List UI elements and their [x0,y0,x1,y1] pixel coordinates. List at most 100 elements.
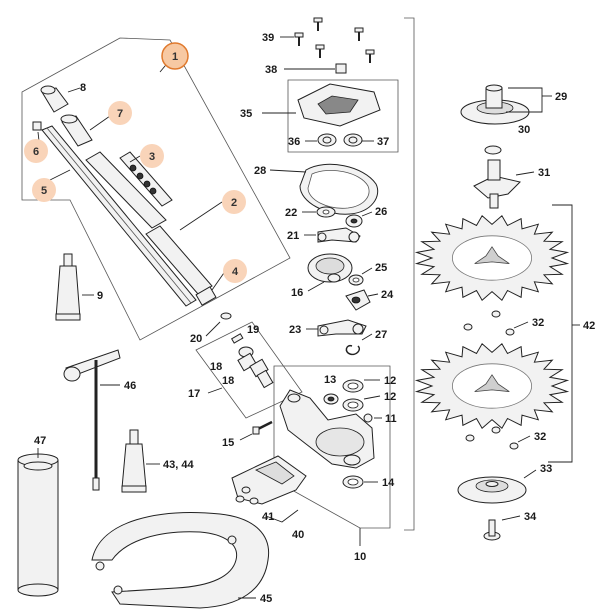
label-28: 28 [254,165,266,177]
label-40: 40 [292,529,304,541]
drive-spider-31 [473,159,521,209]
label-39: 39 [262,32,274,44]
lower-tube-part [145,225,213,295]
callout-7-label: 7 [117,108,123,120]
callout-2[interactable] [222,190,246,214]
callout-3[interactable] [140,144,164,168]
wrench-tool-46 [63,349,121,491]
lower-blade [414,343,570,429]
label-18b: 18 [222,375,234,387]
callout-6-label: 6 [33,146,39,158]
leader-7 [89,115,111,131]
retaining-cup-33 [457,476,527,504]
bolt-34 [483,519,501,541]
label-12b: 12 [384,391,396,403]
callout-5-label: 5 [41,185,47,197]
label-21: 21 [287,230,299,242]
bolt-15 [252,420,273,435]
label-30: 30 [518,124,530,136]
cover-group-box [287,79,399,153]
label-11: 11 [385,413,397,425]
label-19: 19 [247,324,259,336]
bushings-18-19 [230,333,274,389]
eccentric-24 [345,289,371,311]
bushing-group-box [195,321,303,419]
label-37: 37 [377,136,389,148]
blade-hub-star [474,246,510,264]
grease-tube-9 [55,253,81,321]
leader-8 [67,87,81,93]
gear-29 [460,84,530,125]
bracket-42 [548,204,573,463]
label-25: 25 [375,262,387,274]
label-10: 10 [354,551,366,563]
outer-tube-part [85,151,167,229]
blade-guard-45 [91,512,270,609]
drive-shaft-tube [41,125,197,307]
connecting-rod-23 [317,319,367,337]
label-14: 14 [382,477,395,489]
label-42: 42 [583,320,595,332]
pin-20 [220,312,232,320]
label-36: 36 [288,136,300,148]
bearing-37 [343,133,363,147]
gear-wheel-16 [307,253,353,283]
label-20: 20 [190,333,202,345]
label-16: 16 [291,287,303,299]
label-26: 26 [375,206,387,218]
callout-7[interactable] [108,101,132,125]
sleeve-part [60,114,93,147]
gear-cover-35 [297,83,381,127]
small-ring-part [32,121,42,131]
callout-3-label: 3 [149,151,155,163]
label-47: 47 [34,435,46,447]
washer-30 [484,145,502,155]
label-18a: 18 [210,361,222,373]
label-43-44: 43, 44 [163,459,194,471]
label-13: 13 [324,374,336,386]
blade-hub-star [474,374,510,392]
label-31: 31 [538,167,550,179]
circlip-27 [345,344,361,356]
callout-6[interactable] [24,139,48,163]
label-17: 17 [188,388,200,400]
callout-1-label: 1 [172,51,178,63]
canister-47 [17,453,59,597]
label-12a: 12 [384,375,396,387]
shaft-cap [40,85,69,113]
label-15: 15 [222,437,234,449]
leader-3 [129,155,141,163]
screws-41 [235,486,259,505]
nuts-32b [465,426,519,450]
label-9: 9 [97,290,103,302]
grease-tube-43-44 [121,429,147,493]
clamp-part [195,286,217,306]
shaft-group-box [21,37,291,341]
callout-4[interactable] [223,259,247,283]
gasket-28 [299,163,379,215]
callout-1[interactable] [161,42,189,70]
label-38: 38 [265,64,277,76]
callout-5[interactable] [32,178,56,202]
label-23: 23 [289,324,301,336]
label-45: 45 [260,593,272,605]
upper-blade [414,215,570,301]
label-27: 27 [375,329,387,341]
label-35: 35 [240,108,252,120]
label-8: 8 [80,82,86,94]
nut-38 [335,63,347,74]
connecting-rod-21 [317,227,361,243]
plug-11 [363,413,373,423]
screws-39 [294,17,375,63]
leader-2 [179,201,223,231]
bearing-36 [317,133,337,147]
nuts-32a [463,310,515,336]
label-33: 33 [540,463,552,475]
warning-decal [119,151,173,207]
label-29: 29 [555,91,567,103]
label-32a: 32 [532,317,544,329]
label-46: 46 [124,380,136,392]
label-24: 24 [381,289,394,301]
label-34: 34 [524,511,537,523]
